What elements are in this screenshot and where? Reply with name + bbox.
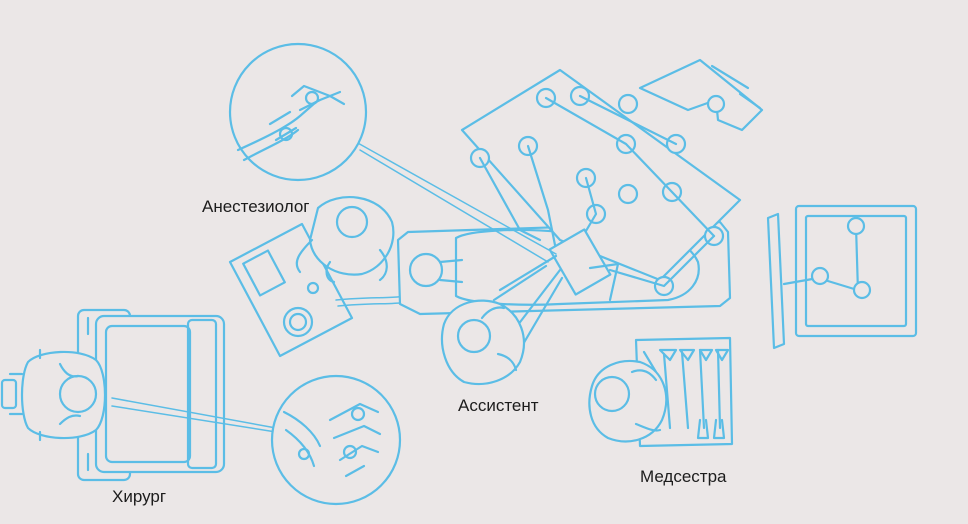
patient-side-cart: [460, 58, 764, 348]
anesthesiologist-figure: [295, 195, 395, 284]
anesthesiologist-view-callout: [228, 42, 557, 263]
monitor-screen: [766, 212, 786, 350]
anesthesia-console: [228, 222, 354, 358]
assistant-label: Ассистент: [458, 396, 539, 415]
anesthesiologist-label: Анестезиолог: [202, 197, 310, 216]
patient-head: [408, 252, 444, 288]
vision-cart: [766, 204, 918, 350]
surgeon-figure: [0, 348, 106, 442]
assistant-figure: [440, 299, 525, 386]
nurse-label: Медсестра: [640, 467, 727, 486]
surgeon-view-callout: [111, 374, 402, 506]
nurse-figure: [588, 360, 668, 443]
surgeon-label: Хирург: [112, 487, 167, 506]
